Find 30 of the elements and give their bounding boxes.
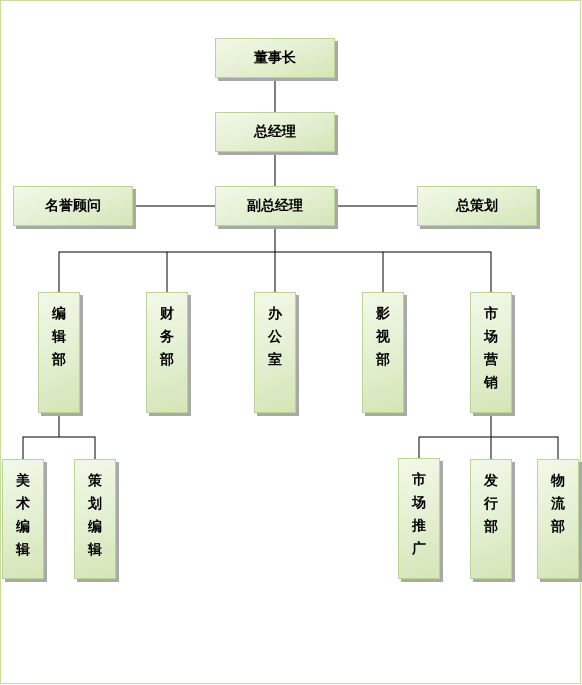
org-box (362, 292, 404, 413)
org-box (2, 459, 44, 579)
box-label: 名誉顾问 (45, 197, 101, 215)
org-box (215, 186, 335, 226)
box-label: 财务部 (160, 305, 174, 370)
box-label: 副总经理 (247, 197, 303, 215)
org-box (74, 459, 116, 579)
org-box (38, 292, 80, 413)
box-label: 美术编辑 (16, 472, 30, 560)
org-box (146, 292, 188, 413)
org-box (537, 459, 579, 579)
box-label: 市场营销 (484, 304, 498, 394)
box-label: 总经理 (254, 123, 296, 141)
org-box (254, 292, 296, 413)
box-label: 编辑部 (52, 305, 66, 370)
box-label: 发行部 (484, 472, 498, 538)
box-label: 董事长 (254, 49, 296, 67)
box-label: 物流部 (551, 472, 565, 538)
org-box (13, 186, 133, 226)
org-box (398, 458, 440, 579)
org-box (215, 112, 335, 152)
box-label: 办公室 (268, 305, 282, 370)
org-box (215, 38, 335, 78)
box-label: 总策划 (456, 197, 498, 215)
box-label: 市场推广 (412, 470, 426, 560)
org-box (470, 292, 512, 413)
box-label: 策划编辑 (88, 472, 102, 560)
org-box (417, 186, 537, 226)
org-box (470, 459, 512, 579)
box-label: 影视部 (376, 305, 390, 370)
